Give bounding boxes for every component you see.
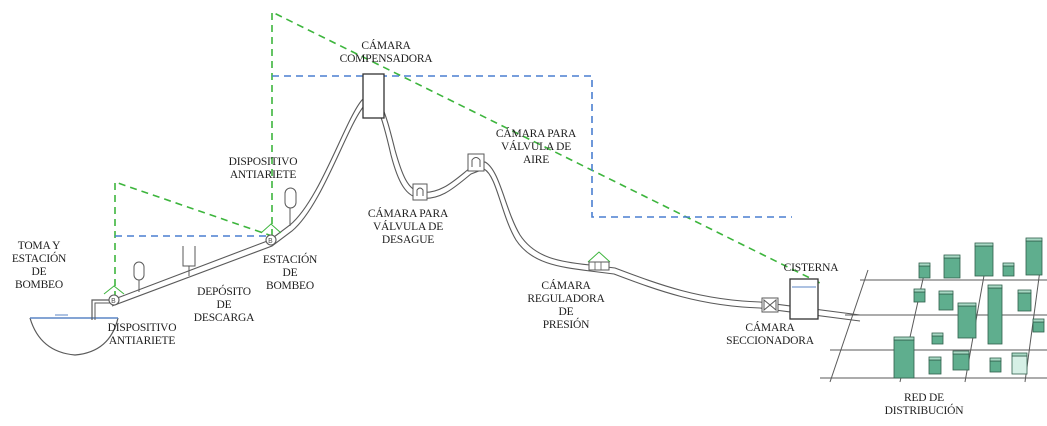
air-valve-symbol [467,153,485,172]
label-camara-aire: CÁMARA PARA VÁLVULA DE AIRE [495,128,577,166]
cistern [789,278,819,320]
building [918,262,931,279]
building [1032,318,1045,333]
antiram-tank-symbol [133,261,145,292]
intake-pipe-inner [94,302,112,320]
building [1017,289,1032,312]
drain-valve-symbol [412,183,428,201]
hydraulic-grade-line [114,10,821,298]
pressure-reducer-symbol [587,251,611,271]
building [987,284,1003,345]
label-camara-desague: CÁMARA PARA VÁLVULA DE DESAGUE [367,208,449,246]
building [1002,262,1015,277]
intake-basin [29,317,119,356]
label-camara-seccionadora: CÁMARA SECCIONADORA [726,322,814,347]
building [957,302,977,339]
label-deposito-descarga: DEPÓSITO DE DESCARGA [193,286,255,324]
building [928,356,942,375]
pump-house-roof [260,223,282,234]
label-dispositivo-antiariete-1: DISPOSITIVO ANTIARIETE [107,322,177,347]
pump-symbol-mark: B [111,297,116,305]
building [931,332,944,345]
intake-pipe [91,299,112,320]
pump-symbol-mark: B [268,237,273,245]
discharge-tank [182,246,196,276]
building [1025,237,1043,276]
building [913,288,926,303]
pump-symbol [108,294,120,306]
building [989,357,1002,373]
label-camara-compensadora: CÁMARA COMPENSADORA [339,40,433,65]
building [1011,352,1028,375]
label-cisterna: CISTERNA [783,262,839,274]
building [974,242,994,277]
pump-house-roof [103,285,125,295]
antiram-tank-symbol [284,187,297,226]
building [943,254,961,279]
label-camara-reguladora: CÁMARA REGULADORA DE PRESIÓN [527,280,605,331]
label-red-distribucion: RED DE DISTRIBUCIÓN [884,392,964,417]
label-estacion-bombeo: ESTACIÓN DE BOMBEO [262,254,318,292]
label-toma-estacion: TOMA Y ESTACIÓN DE BOMBEO [11,240,67,291]
label-dispositivo-antiariete-2: DISPOSITIVO ANTIARIETE [228,156,298,181]
building [938,290,954,311]
buildings [893,237,1045,379]
compensating-chamber [362,73,385,119]
building [893,336,915,379]
pump-symbol [265,234,277,246]
conduction-pipe [111,95,861,322]
valve-symbol [761,297,779,313]
static-level-line [115,75,792,237]
building [952,350,970,371]
